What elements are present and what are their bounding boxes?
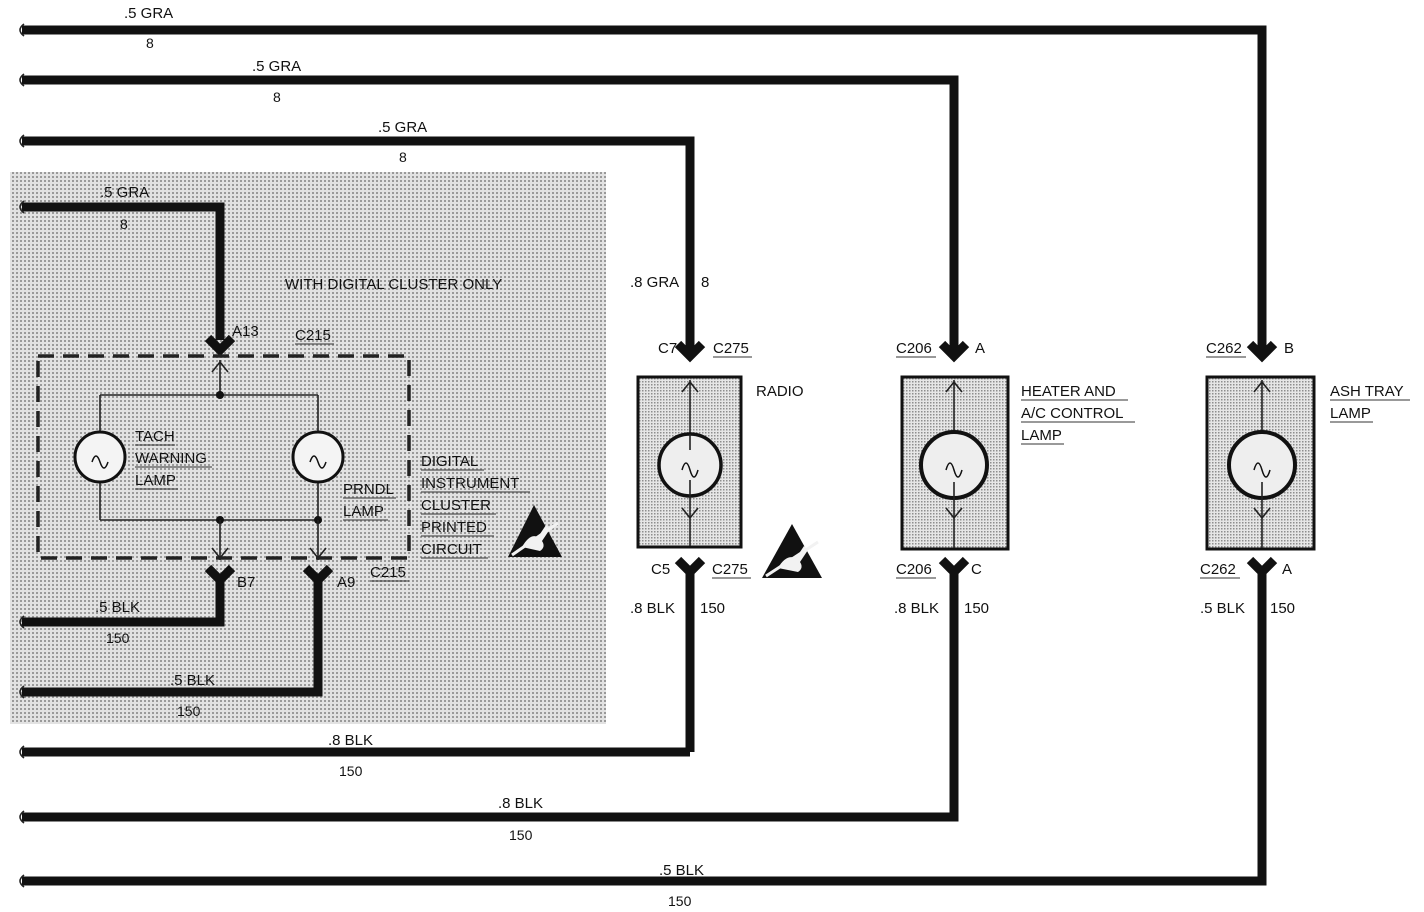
wire-blk-3-size: .5 BLK [659,862,704,879]
heater-bottom-connector: C206 [896,561,932,578]
radio-bottom-cavity: C5 [651,561,670,578]
svg-text:PRNDL: PRNDL [343,481,394,498]
heater-ground-size: .8 BLK [894,600,939,617]
ashtray-bottom-cavity: A [1282,561,1292,578]
svg-text:CLUSTER: CLUSTER [421,497,491,514]
svg-text:INSTRUMENT: INSTRUMENT [421,475,519,492]
radio-top-connector: C275 [713,340,749,357]
svg-text:ASH TRAY: ASH TRAY [1330,383,1404,400]
esd-warning-icon [762,524,822,578]
ashtray-bottom-connector: C262 [1200,561,1236,578]
radio-ground-circuit: 150 [700,600,725,617]
radio-feed-circuit: 8 [701,274,709,291]
esd-warning-icon [508,505,562,557]
radio-feed-size: .8 GRA [630,274,679,291]
radio-top-cavity: C7 [658,340,677,357]
radio-component [636,340,743,752]
heater-bottom-cavity: C [971,561,982,578]
heater-ground-circuit: 150 [964,600,989,617]
radio-ground-size: .8 BLK [630,600,675,617]
wire-blk-1: .8 BLK 150 [19,732,690,779]
wire-blk-3-circuit: 150 [668,893,692,909]
wire-blk-1-circuit: 150 [339,763,363,779]
radio-label: RADIO [756,383,804,400]
ashtray-ground-size: .5 BLK [1200,600,1245,617]
wire-blk-3: .5 BLK 150 [19,572,1267,909]
wire-blk-2-circuit: 150 [509,827,533,843]
wire-gra-2-circuit: 8 [273,89,281,105]
wire-blk-b7-circuit: 150 [106,630,130,646]
wire-gra-2: .5 GRA 8 [19,58,959,356]
wire-gra-3: .5 GRA 8 [19,119,695,356]
svg-text:DIGITAL: DIGITAL [421,453,478,470]
cluster-circuit [99,360,327,560]
heater-top-connector: C206 [896,340,932,357]
tach-lamp-label: TACH WARNING LAMP [135,428,212,490]
cluster-connector-top: C215 [295,327,331,344]
svg-text:WARNING: WARNING [135,450,207,467]
cluster-title: DIGITAL INSTRUMENT CLUSTER PRINTED CIRCU… [421,453,530,559]
svg-text:HEATER AND: HEATER AND [1021,383,1116,400]
heater-ac-lamp-label: HEATER AND A/C CONTROL LAMP [1021,383,1135,445]
ash-tray-lamp-component [1205,340,1316,579]
wire-gra-cluster: .5 GRA 8 [19,184,225,340]
ashtray-top-cavity: B [1284,340,1294,357]
cluster-pin-a9: A9 [337,574,355,591]
wire-blk-b7-size: .5 BLK [95,599,140,616]
svg-text:LAMP: LAMP [135,472,176,489]
ashtray-top-connector: C262 [1206,340,1242,357]
wire-gra-cluster-circuit: 8 [120,216,128,232]
ash-tray-lamp-label: ASH TRAY LAMP [1330,383,1410,423]
svg-text:TACH: TACH [135,428,175,445]
heater-ac-lamp-component [900,340,1010,579]
cluster-connector-bottom: C215 [370,564,406,581]
wire-gra-1: .5 GRA 8 [19,5,1267,356]
wire-gra-1-size: .5 GRA [124,5,173,22]
wire-blk-2-size: .8 BLK [498,795,543,812]
svg-text:LAMP: LAMP [1021,427,1062,444]
svg-text:CIRCUIT: CIRCUIT [421,541,482,558]
cluster-pin-b7: B7 [237,574,255,591]
wire-blk-cluster-b7: .5 BLK 150 [19,578,225,646]
wire-blk-cluster-a9: .5 BLK 150 [19,578,323,719]
tach-lamp-bulb-icon [73,430,127,484]
wire-gra-3-size: .5 GRA [378,119,427,136]
ashtray-ground-circuit: 150 [1270,600,1295,617]
svg-text:LAMP: LAMP [343,503,384,520]
wire-blk-a9-size: .5 BLK [170,672,215,689]
wire-blk-2: .8 BLK 150 [19,572,959,843]
radio-bottom-connector: C275 [712,561,748,578]
svg-text:A/C CONTROL: A/C CONTROL [1021,405,1124,422]
wire-gra-2-size: .5 GRA [252,58,301,75]
wire-blk-a9-circuit: 150 [177,703,201,719]
cluster-box [36,354,411,560]
heater-top-cavity: A [975,340,985,357]
wire-blk-1-size: .8 BLK [328,732,373,749]
digital-cluster-note: WITH DIGITAL CLUSTER ONLY [285,276,502,293]
svg-text:PRINTED: PRINTED [421,519,487,536]
cluster-pin-a13: A13 [232,323,259,340]
svg-text:LAMP: LAMP [1330,405,1371,422]
wire-gra-1-circuit: 8 [146,35,154,51]
prndl-lamp-bulb-icon [291,430,345,484]
wire-gra-cluster-size: .5 GRA [100,184,149,201]
prndl-lamp-label: PRNDL LAMP [343,481,396,521]
wire-gra-3-circuit: 8 [399,149,407,165]
